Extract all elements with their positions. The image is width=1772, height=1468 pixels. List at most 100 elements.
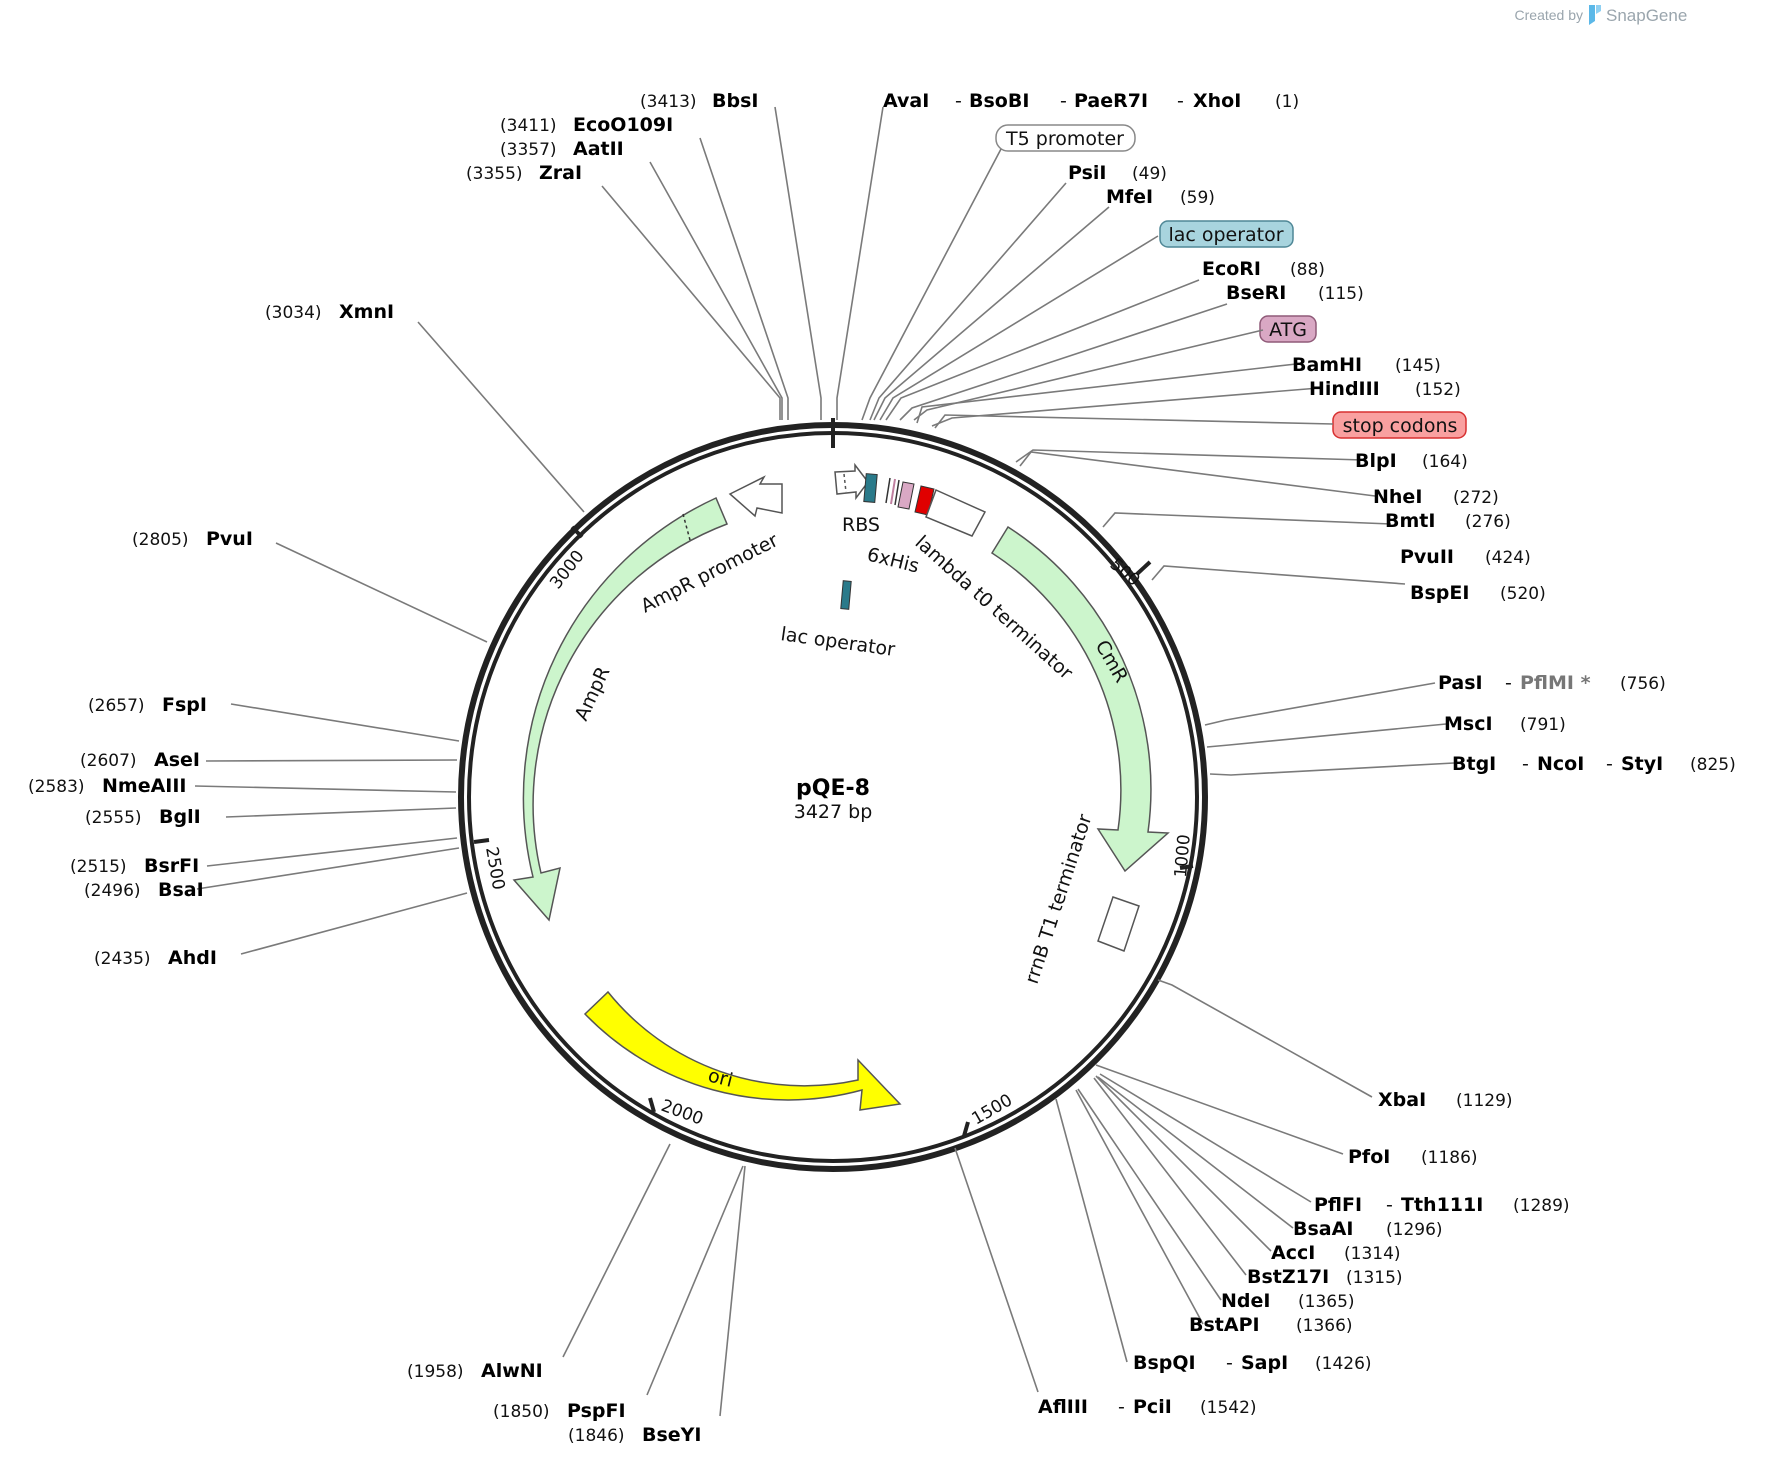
site-nmeaiii-pos: (2583) [28,777,85,797]
site-ahdi-name: AhdI [168,947,217,969]
t5-promoter-tag: T5 promoter [995,124,1136,152]
site-msci-name: MscI [1444,713,1493,735]
site-bstapi-pos: (1366) [1296,1316,1353,1336]
site-tth111i-name: Tth111I [1401,1194,1483,1216]
tick-label-2500: 2500 [481,845,508,891]
site-btgi[interactable]: BtgI - NcoI - StyI (825) [1452,753,1736,775]
site-pflmi-name: PflMI * [1520,672,1591,694]
site-bsai[interactable]: (2496) BsaI [84,879,204,901]
site-pvuii-pos: (424) [1485,548,1531,568]
snapgene-logo-icon [1589,5,1601,25]
site-ecori-name: EcoRI [1202,258,1261,280]
cmr-arrow [990,525,1170,873]
site-aval-group[interactable]: AvaI - BsoBI - PaeR7I - XhoI (1) [883,90,1299,112]
site-asei-name: AseI [154,749,200,771]
site-bamhi[interactable]: BamHI (145) [1292,354,1441,376]
site-pasi[interactable]: PasI - PflMI * (756) [1438,672,1666,694]
site-asei-pos: (2607) [80,751,137,771]
site-pflfi[interactable]: PflFI - Tth111I (1289) [1314,1194,1570,1216]
site-ndei-pos: (1365) [1298,1292,1355,1312]
site-nhei[interactable]: NheI (272) [1373,486,1499,508]
site-fspi[interactable]: (2657) FspI [88,694,207,716]
site-bstapi[interactable]: BstAPI (1366) [1189,1314,1353,1336]
site-nmeaiii[interactable]: (2583) NmeAIII [28,775,187,797]
site-hindiii-pos: (152) [1415,380,1461,400]
ampr-arrow [512,496,728,922]
ampr-label: AmpR [571,663,615,724]
site-acci[interactable]: AccI (1314) [1271,1242,1401,1264]
sep: - [1522,753,1529,775]
site-bseyi[interactable]: (1846) BseYI [568,1424,702,1446]
site-pvui-name: PvuI [206,528,253,550]
site-pvuii[interactable]: PvuII (424) [1400,546,1531,568]
sep: - [1505,672,1512,694]
site-ahdi-pos: (2435) [94,949,151,969]
atg-tag: ATG [1259,315,1317,343]
site-bspei[interactable]: BspEI (520) [1410,582,1546,604]
site-xhoi-pos: (1) [1275,92,1299,112]
site-ecori[interactable]: EcoRI (88) [1202,258,1325,280]
site-asei[interactable]: (2607) AseI [80,749,200,771]
site-bstz17i[interactable]: BstZ17I (1315) [1247,1266,1403,1288]
site-pspfi-pos: (1850) [493,1402,550,1422]
site-mfei-name: MfeI [1106,186,1153,208]
site-paer7i-name: PaeR7I [1074,90,1148,112]
site-bgli[interactable]: (2555) BglI [85,806,201,828]
site-afliii-pos: (1542) [1200,1398,1257,1418]
site-ncoi-name: NcoI [1537,753,1584,775]
plasmid-length: 3427 bp [794,801,873,823]
lac-operator-label-2: lac operator [779,623,896,661]
site-ahdi[interactable]: (2435) AhdI [94,947,217,969]
site-bspqi-name: BspQI [1133,1352,1196,1374]
site-acci-name: AccI [1271,1242,1315,1264]
sep: - [1226,1352,1233,1374]
site-pflfi-pos: (1289) [1513,1196,1570,1216]
site-hindiii[interactable]: HindIII (152) [1309,378,1461,400]
tick-label-1000: 1000 [1171,834,1195,879]
site-bseyi-name: BseYI [642,1424,702,1446]
site-ecoo109i[interactable]: (3411) EcoO109I [500,114,673,136]
sep: - [955,90,962,112]
site-ecori-pos: (88) [1290,260,1325,280]
site-xhoi-name: XhoI [1193,90,1241,112]
site-psii-pos: (49) [1132,164,1167,184]
site-xbai-pos: (1129) [1456,1091,1513,1111]
site-afliii-name: AflIII [1038,1396,1088,1418]
site-bstapi-name: BstAPI [1189,1314,1260,1336]
site-blpi[interactable]: BlpI (164) [1355,450,1468,472]
site-xbai[interactable]: XbaI (1129) [1378,1089,1513,1111]
site-bamhi-name: BamHI [1292,354,1362,376]
site-pfoi[interactable]: PfoI (1186) [1348,1146,1478,1168]
site-bsaai[interactable]: BsaAI (1296) [1293,1218,1443,1240]
site-pspfi[interactable]: (1850) PspFI [493,1400,626,1422]
t5-promoter-arrow [834,462,869,501]
site-psii[interactable]: PsiI (49) [1068,162,1167,184]
site-aatii[interactable]: (3357) AatII [500,138,624,160]
site-bseri-name: BseRI [1226,282,1286,304]
site-blpi-pos: (164) [1422,452,1468,472]
site-xmni[interactable]: (3034) XmnI [265,301,394,323]
site-avai-name: AvaI [883,90,929,112]
site-mfei[interactable]: MfeI (59) [1106,186,1215,208]
site-ndei[interactable]: NdeI (1365) [1221,1290,1355,1312]
lac-operator-text: lac operator [1168,224,1283,246]
site-zrai-pos: (3355) [466,164,523,184]
site-pcii-name: PciI [1133,1396,1172,1418]
site-msci-pos: (791) [1520,715,1566,735]
site-pvui[interactable]: (2805) PvuI [132,528,253,550]
site-alwni[interactable]: (1958) AlwNI [407,1360,543,1382]
site-msci[interactable]: MscI (791) [1444,713,1566,735]
site-bstz17i-pos: (1315) [1346,1268,1403,1288]
site-bseri[interactable]: BseRI (115) [1226,282,1364,304]
sep: - [1060,90,1067,112]
site-bsrfi[interactable]: (2515) BsrFI [70,855,199,877]
site-bbsi[interactable]: (3413) BbsI [640,90,758,112]
ori-arrow [583,990,902,1111]
site-afliii[interactable]: AflIII - PciI (1542) [1038,1396,1257,1418]
site-bspqi[interactable]: BspQI - SapI (1426) [1133,1352,1372,1374]
site-pvui-pos: (2805) [132,530,189,550]
site-bmti-pos: (276) [1465,512,1511,532]
site-zrai[interactable]: (3355) ZraI [466,162,582,184]
lac-operator-box-2 [840,580,852,610]
site-bmti[interactable]: BmtI (276) [1385,510,1511,532]
